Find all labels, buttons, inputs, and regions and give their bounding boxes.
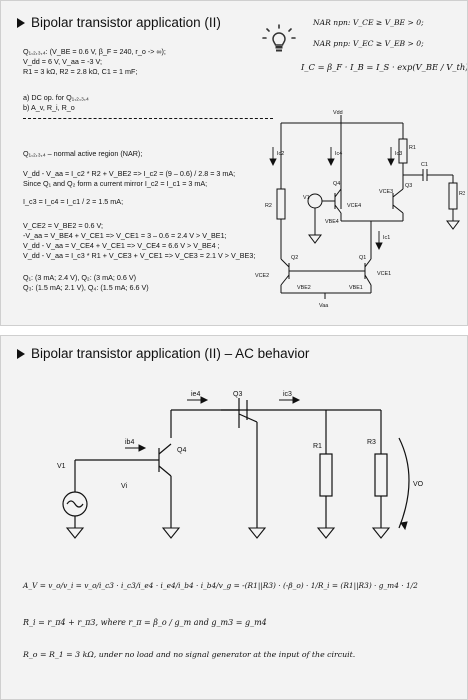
arrow-bullet-icon xyxy=(17,349,25,360)
param-line-3: R1 = 3 kΩ, R2 = 2.8 kΩ, C1 = 1 mF; xyxy=(23,67,138,76)
dashed-divider xyxy=(23,118,273,119)
label-ic3: Ic3 xyxy=(395,151,402,157)
ac-label-r1: R1 xyxy=(313,443,322,450)
slide-dc-analysis: Bipolar transistor application (II) Q₁,₂… xyxy=(0,0,468,326)
label-ic2: Ic2 xyxy=(277,151,284,157)
label-vbe2: VBE2 xyxy=(297,285,311,291)
ac-label-ic3: ic3 xyxy=(283,391,292,398)
ac-label-v1: V1 xyxy=(57,463,66,470)
label-vbe4: VBE4 xyxy=(325,219,339,225)
solution-line-10: Q₃: (1.5 mA; 2.1 V), Q₄: (1.5 mA; 6.6 V) xyxy=(23,283,149,292)
solution-line-4: I_c3 = I_c4 = I_c1 / 2 = 1.5 mA; xyxy=(23,197,124,206)
label-r2: R2 xyxy=(265,203,272,209)
question-b: b) A_v, R_i, R_o xyxy=(23,103,75,112)
ri-formula: R_i = r_π4 + r_π3, where r_π = β_o / g_m… xyxy=(23,618,267,627)
question-a: a) DC op. for Q₁,₂,₃,₄ xyxy=(23,93,89,102)
param-line-2: V_dd = 6 V, V_aa = -3 V; xyxy=(23,57,102,66)
slide2-title: Bipolar transistor application (II) – AC… xyxy=(17,346,309,361)
label-q3: Q3 xyxy=(405,183,412,189)
solution-line-3: Since Q₁ and Q₂ form a current mirror I_… xyxy=(23,179,208,188)
label-vce1: VCE1 xyxy=(377,271,391,277)
solution-line-2: V_dd - V_aa = I_c2 * R2 + V_BE2 => I_c2 … xyxy=(23,169,236,178)
solution-line-7: V_dd - V_aa = V_CE4 + V_CE1 => V_CE4 = 6… xyxy=(23,241,220,250)
ac-label-q3: Q3 xyxy=(233,391,242,398)
label-vce4: VCE4 xyxy=(347,203,361,209)
label-ic1: Ic1 xyxy=(383,235,390,241)
label-vaa: Vaa xyxy=(319,303,328,309)
label-v1: V1 xyxy=(303,195,310,201)
param-line-1: Q₁,₂,₃,₄: (V_BE = 0.6 V, β_F = 240, r_o … xyxy=(23,47,166,56)
label-r3: R3 xyxy=(459,191,465,197)
label-ic4: Ic4 xyxy=(335,151,342,157)
slide-ac-behavior: Bipolar transistor application (II) – AC… xyxy=(0,335,468,700)
condition-npn: NAR npn: V_CE ≥ V_BE > 0; xyxy=(313,18,424,27)
label-vce2: VCE2 xyxy=(255,273,269,279)
slide1-title: Bipolar transistor application (II) xyxy=(17,15,221,30)
label-c1: C1 xyxy=(421,162,428,168)
arrow-bullet-icon xyxy=(17,18,25,29)
ac-label-ie4: ie4 xyxy=(191,391,200,398)
label-q4: Q4 xyxy=(333,181,340,187)
label-q1: Q1 xyxy=(359,255,366,261)
condition-pnp: NAR pnp: V_EC ≥ V_EB > 0; xyxy=(313,39,424,48)
ac-label-r3: R3 xyxy=(367,439,376,446)
dc-circuit-diagram: Vdd Ic2 Ic4 Ic3 Ic1 R1 R2 R3 C1 V1 Q4 Q3… xyxy=(255,110,465,309)
av-formula: A_V = v_o/v_i = v_o/i_c3 · i_c3/i_e4 · i… xyxy=(23,581,418,590)
solution-line-6: -V_aa = V_BE4 + V_CE1 => V_CE1 = 3 – 0.6… xyxy=(23,231,227,240)
solution-line-5: V_CE2 = V_BE2 = 0.6 V; xyxy=(23,221,104,230)
lightbulb-icon xyxy=(262,24,296,52)
ac-label-vo: VO xyxy=(413,481,424,488)
label-vce3: VCE3 xyxy=(379,189,393,195)
ac-label-vi: Vi xyxy=(121,483,128,490)
ac-circuit-diagram: ie4 ic3 Q3 Q4 ib4 R1 R3 V1 Vi VO xyxy=(57,391,424,539)
ac-label-ib4: ib4 xyxy=(125,439,134,446)
label-q2: Q2 xyxy=(291,255,298,261)
label-vbe1: VBE1 xyxy=(349,285,363,291)
ac-label-q4: Q4 xyxy=(177,447,186,454)
ic-formula: I_C = β_F · I_B = I_S · exp(V_BE / V_th) xyxy=(301,62,468,72)
label-vdd: Vdd xyxy=(333,110,343,116)
solution-line-8: V_dd - V_aa = I_c3 * R1 + V_CE3 + V_CE1 … xyxy=(23,251,256,260)
solution-line-1: Q₁,₂,₃,₄ – normal active region (NAR); xyxy=(23,149,143,158)
label-r1: R1 xyxy=(409,145,416,151)
solution-line-9: Q₁: (3 mA; 2.4 V), Q₂: (3 mA; 0.6 V) xyxy=(23,273,137,282)
ro-formula: R_o = R_1 = 3 kΩ, under no load and no s… xyxy=(23,650,356,659)
